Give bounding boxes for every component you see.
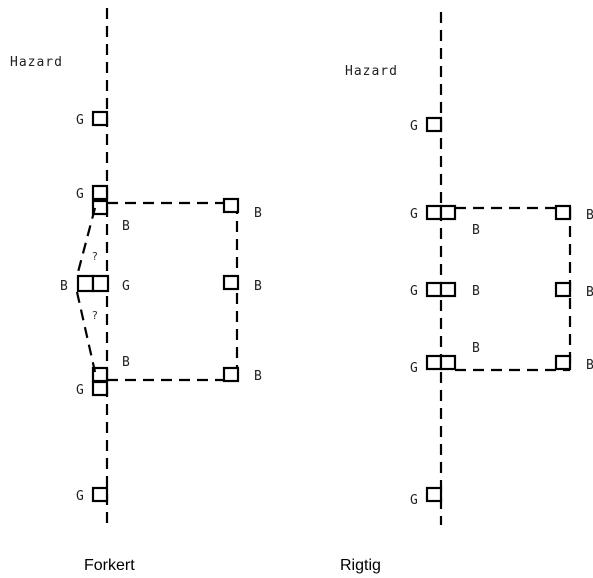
b-label-left-5: B [122,355,130,370]
b-label-right-3: B [472,284,480,299]
hazard-label-right: Hazard [345,64,398,79]
junction-box-bottom [91,380,109,397]
g-label-left-2: G [76,187,84,202]
g-label-right-2: G [410,207,418,222]
b-box-left-2 [222,274,240,291]
g-label-right-4: G [410,361,418,376]
b-label-right-2: B [472,223,480,238]
g-label-left-4: G [76,489,84,504]
g-box-left-4 [91,486,109,503]
g-label-right-3: G [410,284,418,299]
g-box-right-4 [425,354,443,371]
b-label-left-1: B [254,206,262,221]
g-box-left-2 [91,184,109,201]
b-box-far-right-2 [554,281,572,298]
b-box-right-2 [439,204,457,221]
wrong-diagram: Hazard G G G G B B B B B B G ? [10,8,262,530]
bypass-lower [75,291,97,373]
b-box-far-right-1 [554,204,572,221]
b-box-middle [76,274,95,293]
bypass-upper [75,207,97,277]
b-label-left-4: B [122,219,130,234]
right-diagram: Hazard G G B G B G B G B B B [345,12,593,525]
g-label-right-1: G [410,119,418,134]
b-label-left-2: B [254,279,262,294]
b-box-right-3 [439,281,457,298]
g-label-left-3: G [76,383,84,398]
hazard-label-left: Hazard [10,55,63,70]
g-box-left-1 [91,110,109,127]
b-box-far-right-3 [554,354,572,371]
g-box-right-3 [425,281,443,298]
question-mark-upper: ? [92,250,98,263]
b-box-left-3 [222,366,240,383]
g-box-right-1 [425,116,443,133]
caption-rigtig: Rigtig [340,557,381,574]
b-label-far-right-1: B [586,208,593,223]
b-box-right-4 [439,354,457,371]
g-label-middle: G [122,279,130,294]
junction-box-top [91,199,109,216]
g-box-middle [91,274,110,293]
b-label-right-4: B [472,341,480,356]
caption-forkert: Forkert [84,557,135,574]
b-box-left-1 [222,197,240,214]
g-box-right-5 [425,486,443,503]
b-label-far-right-3: B [586,358,593,373]
question-mark-lower: ? [92,309,98,322]
b-label-middle: B [60,279,68,294]
b-label-left-3: B [254,369,262,384]
g-label-left-1: G [76,113,84,128]
g-label-right-5: G [410,493,418,508]
g-box-right-2 [425,204,443,221]
b-label-far-right-2: B [586,285,593,300]
